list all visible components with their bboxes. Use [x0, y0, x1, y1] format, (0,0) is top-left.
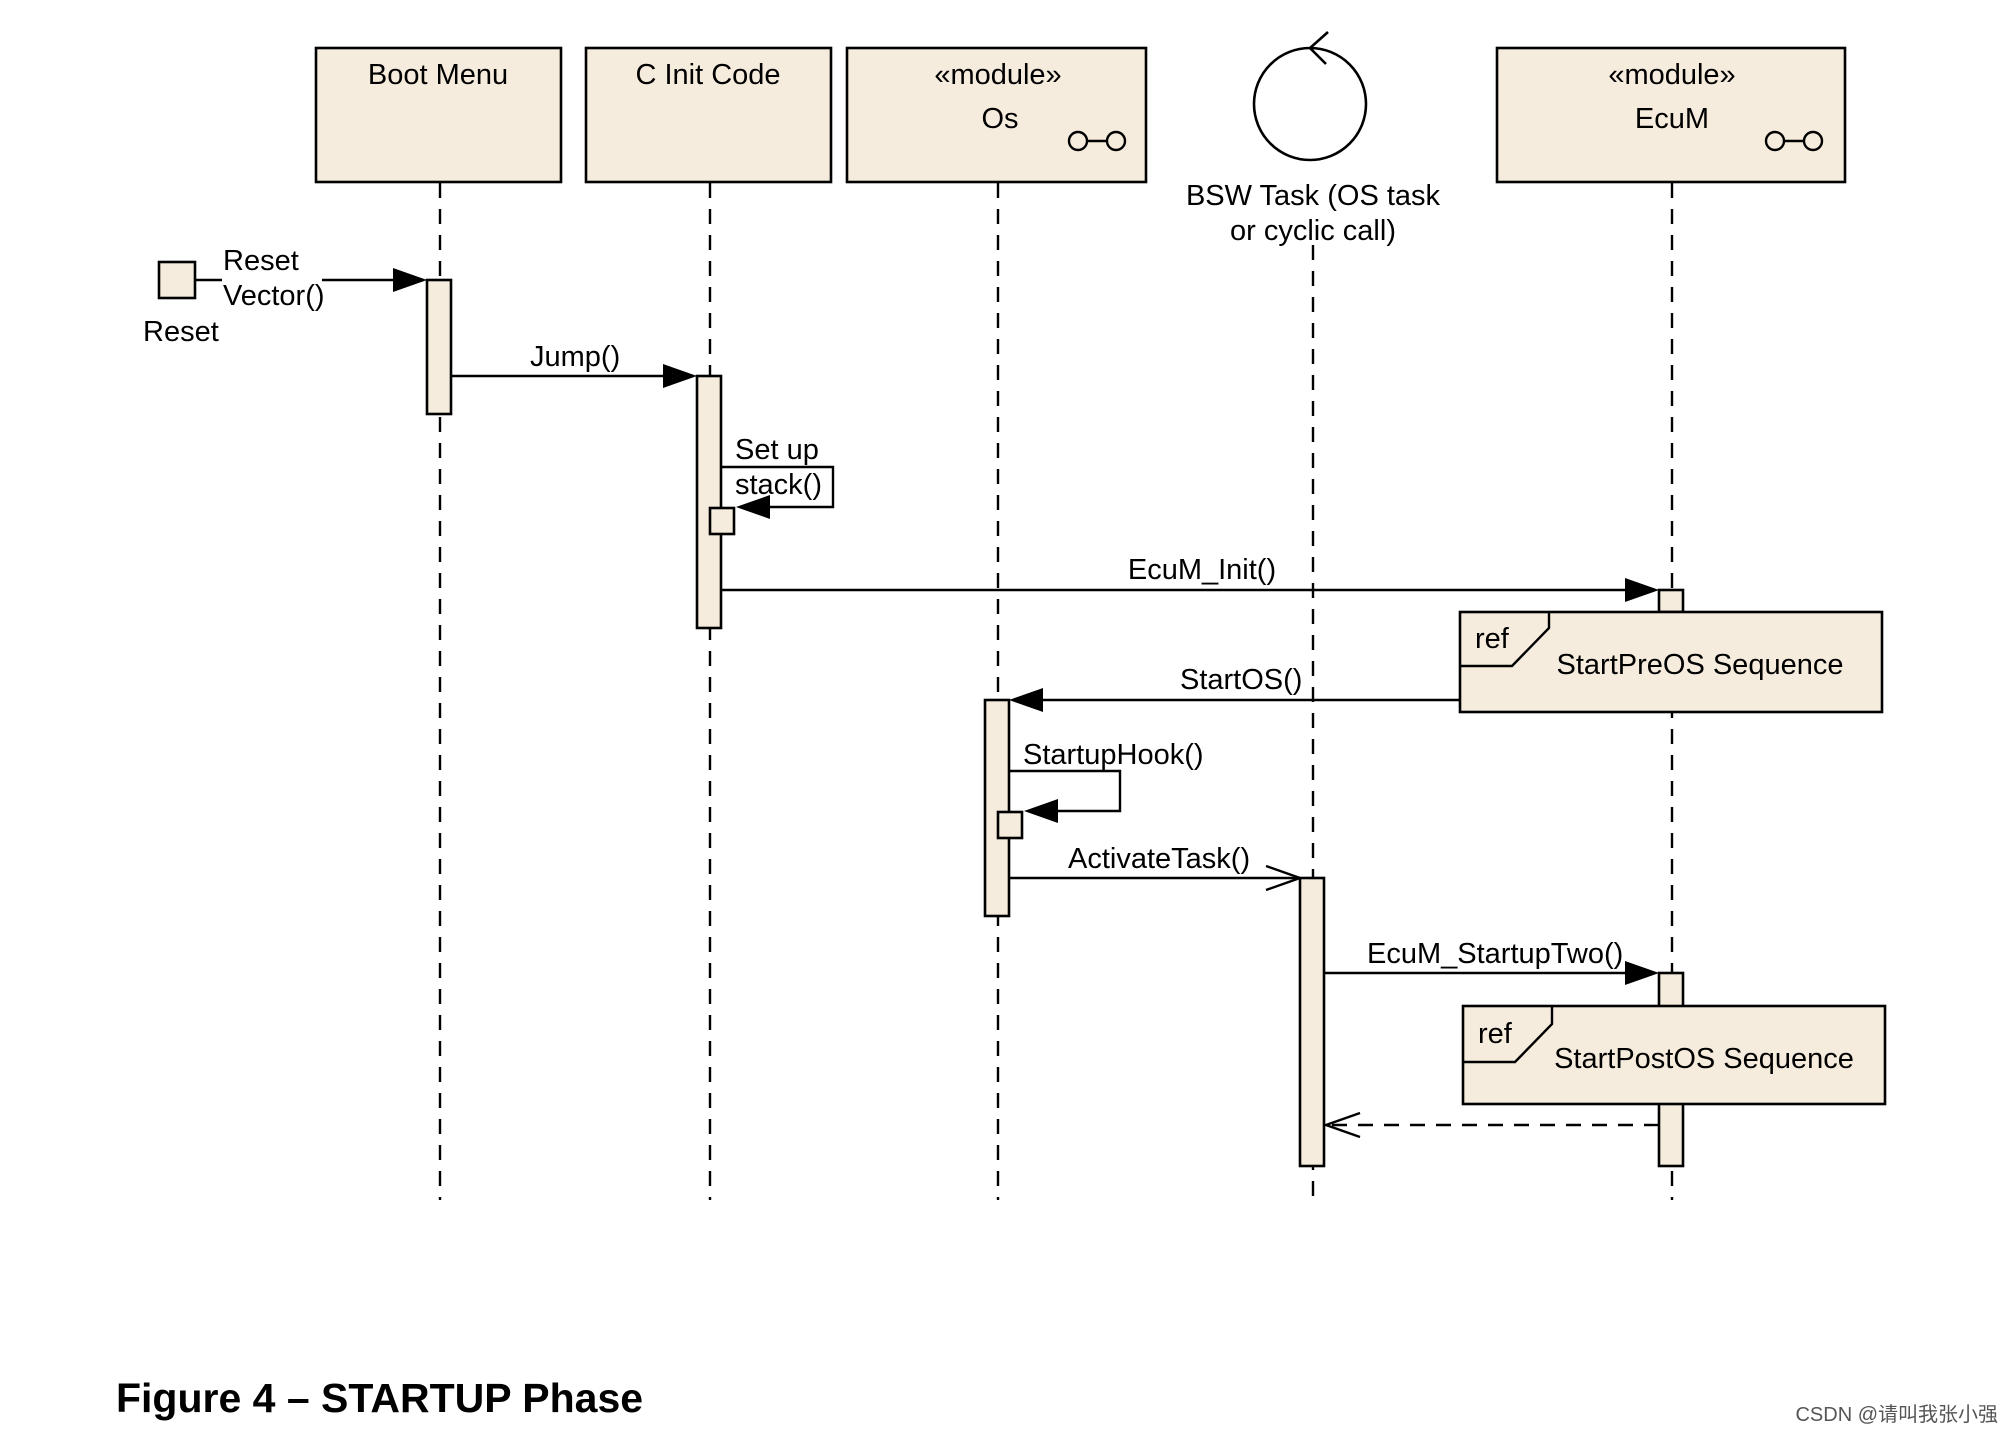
message-ecum-startuptwo: EcuM_StartupTwo(): [1324, 938, 1659, 985]
participant-name: Os: [981, 103, 1018, 135]
ref-frame-startpreos: ref StartPreOS Sequence: [1458, 610, 1884, 714]
message-set-up-stack: Set up stack(): [721, 434, 835, 519]
participant-stereotype: «module»: [1608, 59, 1735, 91]
participant-bsw-task: BSW Task (OS task or cyclic call): [1186, 31, 1441, 247]
control-circle-icon: [1252, 31, 1368, 162]
message-startos: StartOS(): [1009, 664, 1460, 712]
participant-name: C Init Code: [635, 59, 780, 91]
message-startuphook: StartupHook(): [1009, 739, 1204, 823]
component-icon: [1067, 130, 1127, 152]
message-label: ActivateTask(): [1068, 843, 1250, 875]
activation-os-self: [996, 810, 1024, 840]
participant-os: «module» Os: [845, 46, 1148, 184]
ref-frame-startpostos: ref StartPostOS Sequence: [1461, 1004, 1887, 1106]
component-icon: [1764, 130, 1824, 152]
participant-name-line-2: or cyclic call): [1230, 215, 1396, 247]
message-return: [1322, 1111, 1659, 1139]
message-label: EcuM_StartupTwo(): [1367, 938, 1623, 970]
message-ecum-init: EcuM_Init(): [721, 554, 1659, 602]
message-label-line-2: stack(): [735, 469, 822, 501]
activation-c-init-self: [708, 506, 736, 536]
participant-name-line-1: BSW Task (OS task: [1186, 180, 1441, 212]
square-icon: [157, 260, 197, 300]
ref-label: StartPostOS Sequence: [1554, 1043, 1854, 1075]
message-label: StartupHook(): [1023, 739, 1204, 771]
participant-stereotype: «module»: [934, 59, 1061, 91]
figure-caption: Figure 4 – STARTUP Phase: [116, 1375, 643, 1421]
message-label: EcuM_Init(): [1128, 554, 1276, 586]
actor-reset: Reset: [143, 260, 219, 348]
message-label: StartOS(): [1180, 664, 1302, 696]
activation-boot-menu: [425, 278, 453, 416]
message-jump: Jump(): [451, 341, 697, 388]
participant-boot-menu: Boot Menu: [314, 46, 563, 184]
message-label-line-1: Reset: [223, 245, 299, 277]
message-label-line-1: Set up: [735, 434, 819, 466]
activation-bsw-task: [1298, 876, 1326, 1168]
message-label: Jump(): [530, 341, 620, 373]
message-activatetask: ActivateTask(): [1009, 843, 1304, 892]
ref-tag: ref: [1475, 623, 1510, 655]
message-reset-vector: Reset Vector(): [195, 245, 427, 312]
ref-tag: ref: [1478, 1018, 1513, 1050]
actor-label: Reset: [143, 316, 219, 348]
ref-label: StartPreOS Sequence: [1557, 649, 1844, 681]
participant-name: EcuM: [1635, 103, 1709, 135]
participant-name: Boot Menu: [368, 59, 508, 91]
activation-ecum-1: [1657, 588, 1685, 614]
participant-ecum: «module» EcuM: [1495, 46, 1847, 184]
message-label-line-2: Vector(): [223, 280, 325, 312]
activation-c-init-code: [695, 374, 723, 630]
watermark: CSDN @请叫我张小强: [1795, 1403, 1998, 1426]
activation-os: [983, 698, 1011, 918]
participant-c-init-code: C Init Code: [584, 46, 833, 184]
